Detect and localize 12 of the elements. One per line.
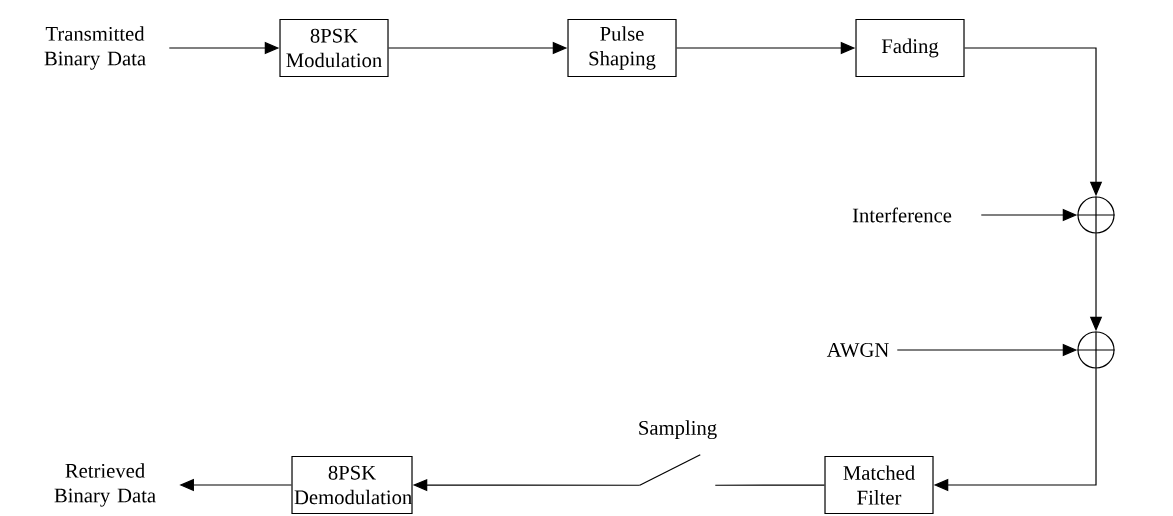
process-box: Matched Filter: [824, 455, 934, 515]
process-box: 8PSK Modulation: [279, 18, 389, 78]
adder-circle: [1076, 195, 1116, 235]
process-box: Pulse Shaping: [567, 18, 677, 78]
text-label: Transmitted Binary Data: [44, 26, 146, 70]
text-label: Interference: [852, 207, 952, 223]
text-label: Retrieved Binary Data: [54, 463, 156, 507]
switch-symbol: [639, 454, 701, 486]
beside-label: Sampling: [639, 420, 717, 440]
process-box: Fading: [855, 18, 965, 78]
text-label: AWGN: [826, 343, 889, 357]
adder-circle: [1076, 330, 1116, 370]
